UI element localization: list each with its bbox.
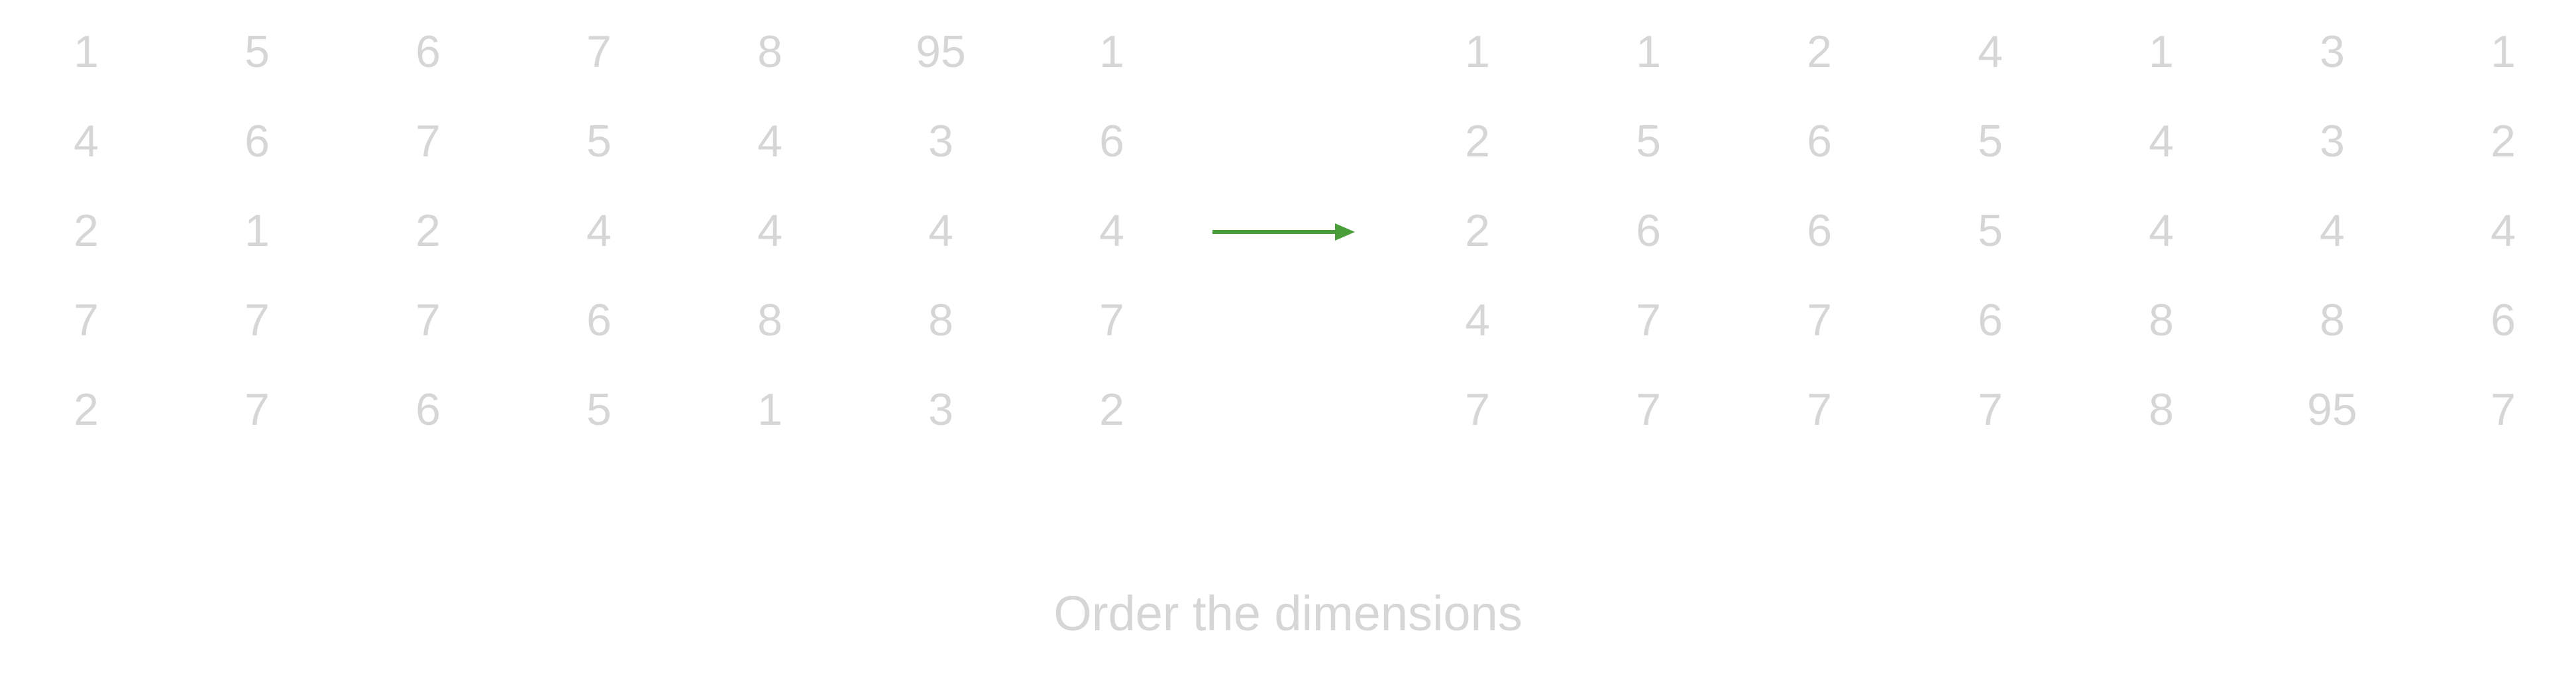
unsorted-cell-r2-c7: 6 xyxy=(1099,116,1124,166)
sorted-cell-r5-c5: 8 xyxy=(2149,384,2174,435)
unsorted-cell-r5-c1: 2 xyxy=(74,384,99,435)
sorted-cell-r5-c3: 7 xyxy=(1807,384,1832,435)
sorted-cell-r4-c6: 8 xyxy=(2320,295,2345,345)
sorted-cell-r1-c1: 1 xyxy=(1465,27,1490,77)
sorted-cell-r1-c3: 2 xyxy=(1807,27,1832,77)
unsorted-cell-r5-c4: 5 xyxy=(586,384,612,435)
sorted-cell-r1-c5: 1 xyxy=(2149,27,2174,77)
unsorted-cell-r5-c3: 6 xyxy=(415,384,441,435)
unsorted-cell-r2-c2: 6 xyxy=(244,116,270,166)
unsorted-cell-r1-c3: 6 xyxy=(415,27,441,77)
unsorted-cell-r1-c5: 8 xyxy=(757,27,782,77)
sorted-cell-r4-c5: 8 xyxy=(2149,295,2174,345)
unsorted-cell-r5-c7: 2 xyxy=(1099,384,1124,435)
sorted-cell-r2-c1: 2 xyxy=(1465,116,1490,166)
sorted-cell-r2-c4: 5 xyxy=(1978,116,2003,166)
unsorted-cell-r3-c4: 4 xyxy=(586,205,612,256)
sorted-cell-r1-c7: 1 xyxy=(2491,27,2516,77)
sorted-cell-r3-c2: 6 xyxy=(1636,205,1661,256)
sorted-cell-r1-c2: 1 xyxy=(1636,27,1661,77)
unsorted-cell-r5-c5: 1 xyxy=(757,384,782,435)
sorted-matrix: 1 1 2 4 1 3 1 2 5 6 5 4 3 2 2 6 6 5 4 4 4 4 7 7 6 8 8 6 7 7 7 7 8 95 7 xyxy=(1391,0,2576,464)
unsorted-cell-r4-c6: 8 xyxy=(928,295,953,345)
unsorted-cell-r1-c6: 95 xyxy=(916,27,966,77)
caption: Order the dimensions xyxy=(1053,586,1523,641)
right-arrow-icon xyxy=(1212,223,1355,241)
unsorted-matrix: 1 5 6 7 8 95 1 4 6 7 5 4 3 6 2 1 2 4 4 4 4 7 7 7 6 8 8 7 2 7 6 5 1 3 2 xyxy=(0,0,1193,464)
sorted-cell-r4-c3: 7 xyxy=(1807,295,1832,345)
unsorted-cell-r2-c6: 3 xyxy=(928,116,953,166)
sorted-cell-r4-c1: 4 xyxy=(1465,295,1490,345)
unsorted-cell-r1-c2: 5 xyxy=(244,27,270,77)
unsorted-cell-r2-c1: 4 xyxy=(74,116,99,166)
sorted-cell-r5-c7: 7 xyxy=(2491,384,2516,435)
sorted-cell-r3-c4: 5 xyxy=(1978,205,2003,256)
unsorted-cell-r5-c2: 7 xyxy=(244,384,270,435)
sorted-cell-r2-c7: 2 xyxy=(2491,116,2516,166)
unsorted-cell-r3-c6: 4 xyxy=(928,205,953,256)
sorted-cell-r5-c2: 7 xyxy=(1636,384,1661,435)
sorted-cell-r5-c6: 95 xyxy=(2307,384,2357,435)
unsorted-cell-r3-c5: 4 xyxy=(757,205,782,256)
unsorted-cell-r3-c7: 4 xyxy=(1099,205,1124,256)
unsorted-cell-r2-c4: 5 xyxy=(586,116,612,166)
unsorted-cell-r2-c3: 7 xyxy=(415,116,441,166)
unsorted-cell-r4-c1: 7 xyxy=(74,295,99,345)
unsorted-cell-r5-c6: 3 xyxy=(928,384,953,435)
unsorted-cell-r4-c3: 7 xyxy=(415,295,441,345)
sorted-cell-r2-c3: 6 xyxy=(1807,116,1832,166)
sorted-cell-r1-c4: 4 xyxy=(1978,27,2003,77)
sorted-cell-r2-c5: 4 xyxy=(2149,116,2174,166)
sorted-cell-r5-c4: 7 xyxy=(1978,384,2003,435)
sorted-cell-r4-c7: 6 xyxy=(2491,295,2516,345)
sorted-cell-r3-c5: 4 xyxy=(2149,205,2174,256)
sorted-cell-r3-c7: 4 xyxy=(2491,205,2516,256)
sorted-cell-r3-c1: 2 xyxy=(1465,205,1490,256)
unsorted-cell-r3-c3: 2 xyxy=(415,205,441,256)
sorted-cell-r3-c3: 6 xyxy=(1807,205,1832,256)
unsorted-cell-r1-c7: 1 xyxy=(1099,27,1124,77)
sorted-cell-r1-c6: 3 xyxy=(2320,27,2345,77)
unsorted-cell-r4-c2: 7 xyxy=(244,295,270,345)
sorted-cell-r2-c2: 5 xyxy=(1636,116,1661,166)
unsorted-cell-r4-c4: 6 xyxy=(586,295,612,345)
unsorted-cell-r2-c5: 4 xyxy=(757,116,782,166)
sorted-cell-r4-c2: 7 xyxy=(1636,295,1661,345)
unsorted-cell-r1-c1: 1 xyxy=(74,27,99,77)
sorted-cell-r4-c4: 6 xyxy=(1978,295,2003,345)
unsorted-cell-r4-c5: 8 xyxy=(757,295,782,345)
sorted-cell-r2-c6: 3 xyxy=(2320,116,2345,166)
sorted-cell-r5-c1: 7 xyxy=(1465,384,1490,435)
unsorted-cell-r1-c4: 7 xyxy=(586,27,612,77)
unsorted-cell-r3-c2: 1 xyxy=(244,205,270,256)
unsorted-cell-r3-c1: 2 xyxy=(74,205,99,256)
unsorted-cell-r4-c7: 7 xyxy=(1099,295,1124,345)
sorted-cell-r3-c6: 4 xyxy=(2320,205,2345,256)
